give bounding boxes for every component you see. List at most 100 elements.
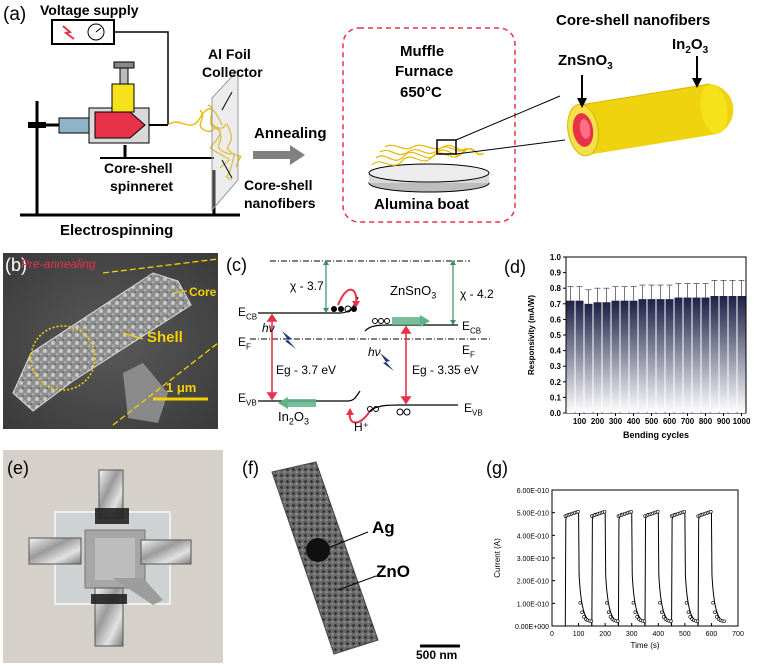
bar-5 [602,302,611,413]
bar-10 [647,299,656,413]
current-trace [558,510,725,627]
x-tick-label: 100 [573,631,585,638]
data-point [709,510,713,514]
ag-label: Ag [372,518,395,537]
x-tick-label: 900 [717,417,731,426]
fiber-jet [167,104,242,181]
x-axis-label: Time (s) [630,641,659,650]
panel-b-label: (b) [5,255,27,275]
y-tick-label: 0.0 [550,409,562,418]
data-point [642,619,647,623]
core-shell-fiber-icon [567,56,734,157]
evb-right-label: EVB [464,401,483,418]
data-point [635,615,639,619]
furnace-label-2: Furnace [395,63,454,80]
data-point [608,615,613,619]
spinneret-icon [58,61,168,144]
y-tick-label: 5.00E-010 [517,511,549,518]
y-tick-label: 0.9 [550,269,562,278]
x-tick-label: 600 [663,417,677,426]
nanofiber-body [12,272,192,412]
bar-18 [719,296,728,413]
eg-left-label: Eg - 3.7 eV [276,363,337,377]
bar-9 [638,299,647,413]
bar-7 [620,300,629,413]
data-point [660,610,664,614]
data-point [576,510,580,514]
znsno3-label: ZnSnO3 [558,52,613,72]
photocurrent-chart: 0.00E+0001.00E-0102.00E-0103.00E-0104.00… [493,488,744,650]
data-point [669,619,673,623]
chi-left-label: χ - 3.7 [290,279,324,293]
y-tick-label: 2.00E-010 [517,579,549,586]
bar-11 [656,299,665,413]
data-point [686,610,691,614]
hv-right-label: hν [368,345,381,359]
bar-2 [575,300,584,413]
bar-14 [683,297,692,413]
zno-label: ZnO [376,562,410,581]
annealing-label: Annealing [254,125,327,142]
bar-20 [737,296,746,413]
znsno3-band-label: ZnSnO3 [390,283,437,301]
panel-a-label: (a) [3,4,27,25]
panel-c-label: (c) [226,255,247,275]
y-tick-label: 0.4 [550,347,562,356]
x-tick-label: 200 [591,417,605,426]
x-tick-label: 300 [626,631,638,638]
data-point [661,615,666,619]
bar-16 [701,297,710,413]
muffle-furnace-box [342,27,516,223]
hv-left-label: hν [262,321,275,335]
panel-d-label: (d) [504,257,526,277]
y-tick-label: 1.0 [550,253,562,262]
core-shell-title: Core-shell nanofibers [556,12,711,29]
x-tick-label: 700 [681,417,695,426]
data-point [589,619,594,623]
electrospinning-label: Electrospinning [60,222,174,239]
panel-a: (a) Voltage supply Al Foil Collector Cor… [0,0,758,250]
ecb-right-label: ECB [462,319,482,336]
ef-left-label: EF [238,335,251,352]
data-point [715,615,719,619]
x-tick-label: 700 [732,631,744,638]
bar-19 [728,296,737,413]
x-tick-label: 1000 [733,417,751,426]
device-photo [3,450,223,663]
data-point [711,601,715,605]
bar-13 [674,297,683,413]
electrospinning-stand [20,101,240,217]
panel-b-sem-image: (b) Pre-annealing Core Shell 1 μm [3,253,218,429]
y-tick-label: 4.00E-010 [517,533,549,540]
y-axis-label: Current (A) [493,538,502,578]
x-axis-label: Bending cycles [623,430,689,440]
data-point [688,615,692,619]
alumina-boat-label: Alumina boat [374,196,470,213]
band-diagram-graphics [250,260,490,424]
fibers-label-2: nanofibers [244,195,316,211]
sem-scale-label: 1 μm [166,380,197,395]
shell-label: Shell [147,329,183,346]
x-tick-label: 400 [652,631,664,638]
spinneret-label-2: spinneret [110,178,174,194]
panel-e-label: (e) [7,458,29,478]
evb-left-label: EVB [238,391,257,408]
voltage-supply-icon [51,19,169,125]
data-point [580,610,584,614]
panel-a-graphics [20,19,734,223]
alumina-boat-icon [368,95,566,193]
x-tick-label: 600 [706,631,718,638]
ecb-left-label: ECB [238,305,258,322]
plot-frame [565,256,747,414]
y-tick-label: 0.7 [550,300,562,309]
bar-6 [611,300,620,413]
x-tick-label: 800 [699,417,713,426]
annealing-arrow [253,145,305,165]
al-foil-collector [211,68,239,212]
y-tick-label: 0.3 [550,362,562,371]
data-point [602,510,607,514]
bar-15 [692,297,701,413]
y-tick-label: 6.00E-010 [517,488,549,495]
y-tick-label: 0.8 [550,284,562,293]
